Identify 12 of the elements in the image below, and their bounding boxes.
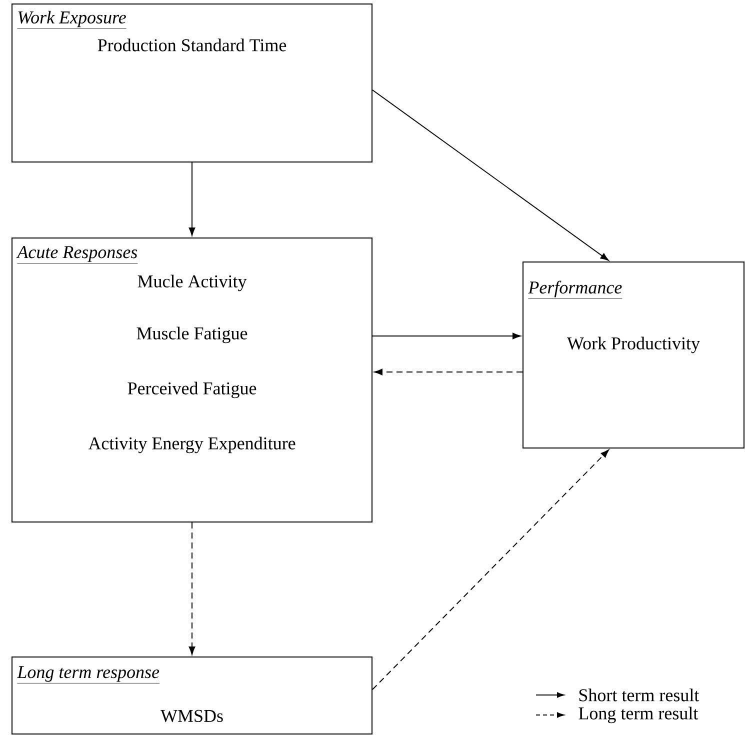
legend-label: Short term result <box>579 688 700 702</box>
arrow <box>188 162 196 236</box>
arrow <box>374 368 523 376</box>
legend-label: Long term result <box>578 706 698 724</box>
arrow <box>372 90 609 261</box>
arrow <box>372 450 609 690</box>
text-box: Performance Work Productivity <box>522 262 744 448</box>
text-box: Work Exposure Production Standard Time <box>12 4 372 162</box>
arrow <box>188 522 196 655</box>
text-box: Acute Responses Mucle Activity Muscle Fatigue Perceived Fatigue Activity Energy Expenditure <box>12 238 372 522</box>
arrow <box>372 332 521 340</box>
text-box: Long term response WMSDs <box>12 656 372 734</box>
